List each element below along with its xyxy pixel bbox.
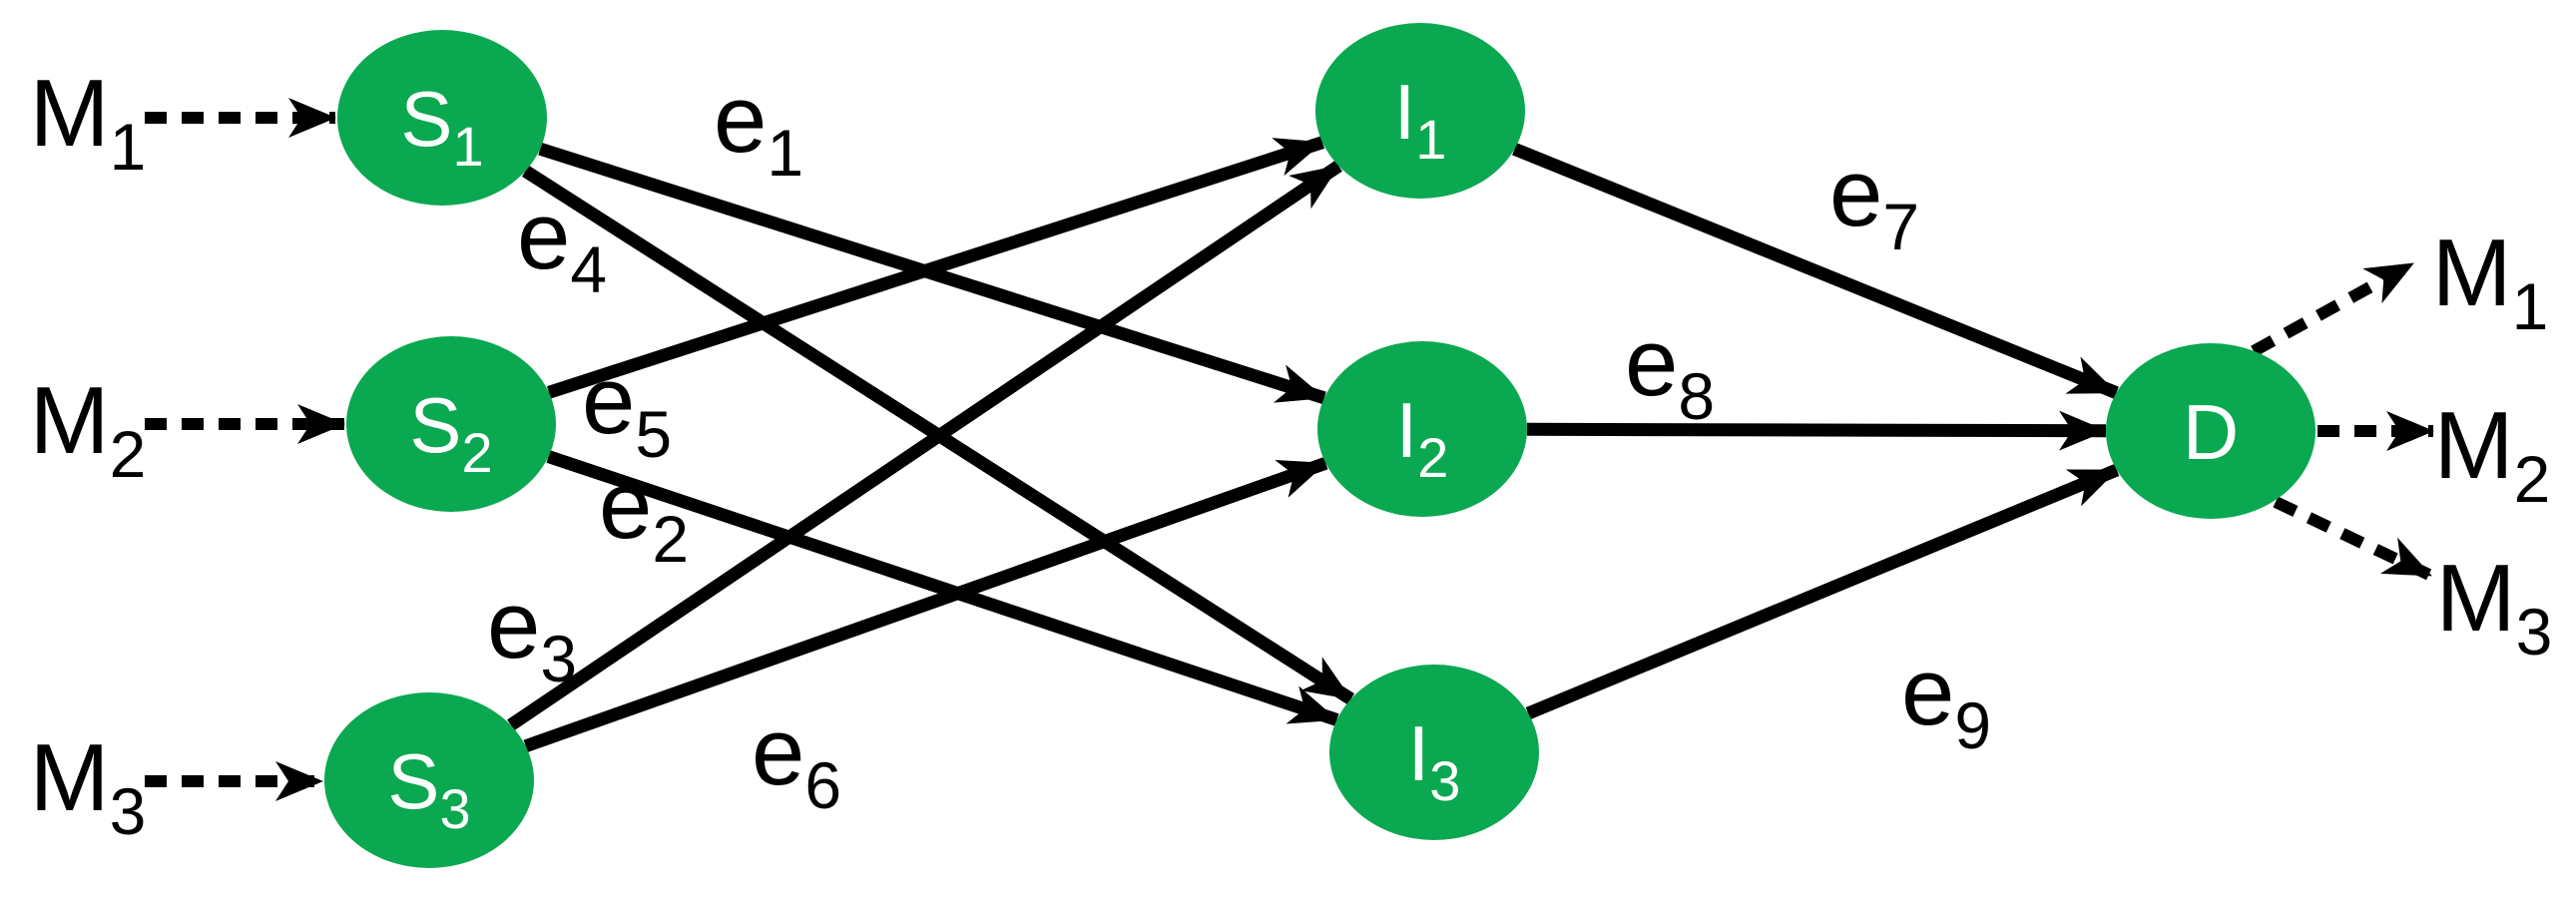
label-e5: e5 xyxy=(582,347,672,471)
edge-e4 xyxy=(521,165,1355,705)
label-in-M2: M2 xyxy=(30,367,147,491)
node-D xyxy=(2106,343,2316,519)
edge-e7 xyxy=(1512,143,2119,399)
node-S1 xyxy=(337,30,547,206)
node-label-I1: I1 xyxy=(1394,68,1447,171)
label-in-M1: M1 xyxy=(30,60,147,184)
label-out-M1: M1 xyxy=(2432,220,2549,343)
label-e8: e8 xyxy=(1625,309,1715,433)
node-label-D: D xyxy=(2183,388,2239,476)
label-out-M3: M3 xyxy=(2436,545,2553,669)
label-e6: e6 xyxy=(752,698,841,822)
edge-e9 xyxy=(1525,463,2120,720)
node-S3 xyxy=(324,692,534,868)
node-I1 xyxy=(1315,23,1525,199)
node-label-S1: S1 xyxy=(400,75,483,178)
label-e3: e3 xyxy=(487,572,577,695)
edge-e8 xyxy=(1526,410,2108,451)
edge-e6 xyxy=(523,457,1328,752)
node-label-S3: S3 xyxy=(387,737,470,840)
edge-e2 xyxy=(546,450,1339,726)
edge-e5 xyxy=(546,136,1325,399)
arrow-out-M3 xyxy=(2273,496,2434,582)
node-S2 xyxy=(346,336,556,512)
node-label-S2: S2 xyxy=(409,381,492,484)
label-in-M3: M3 xyxy=(30,724,147,848)
label-out-M2: M2 xyxy=(2434,392,2551,516)
label-e4: e4 xyxy=(517,183,607,306)
node-I2 xyxy=(1317,341,1527,517)
label-e2: e2 xyxy=(599,452,689,576)
node-I3 xyxy=(1329,665,1539,840)
label-e9: e9 xyxy=(1901,639,1991,762)
node-label-I3: I3 xyxy=(1408,709,1461,812)
label-e1: e1 xyxy=(714,66,803,190)
label-e7: e7 xyxy=(1829,140,1919,263)
edge-e3 xyxy=(507,160,1342,731)
arrow-out-M1 xyxy=(2251,257,2416,357)
node-label-I2: I2 xyxy=(1396,386,1449,489)
